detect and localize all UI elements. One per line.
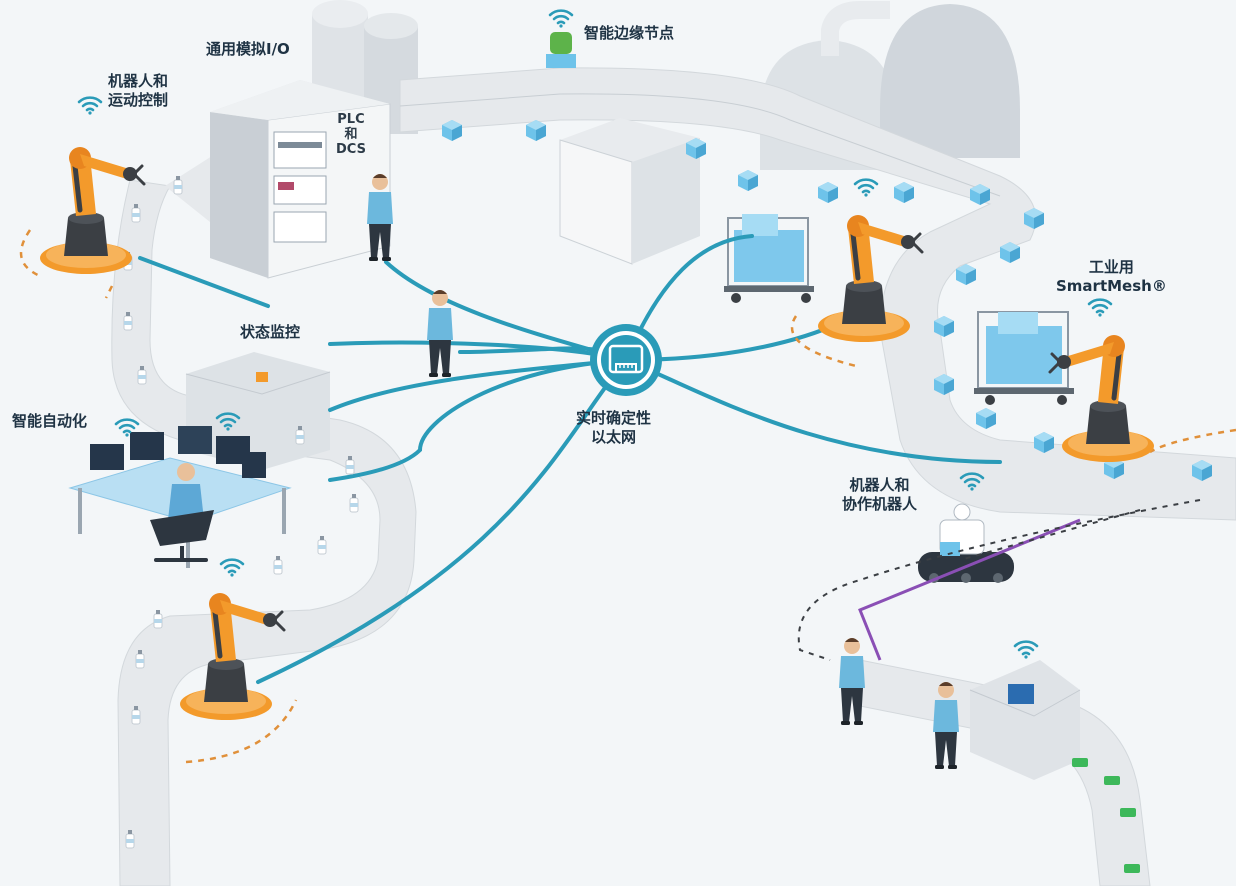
label-robot-motion-line1: 机器人和 <box>108 72 169 90</box>
purple-link <box>858 518 1081 661</box>
automation-desk <box>68 426 292 568</box>
label-industrial-mesh: 工业用 SmartMesh® <box>1056 258 1167 296</box>
monitor-3 <box>178 426 212 454</box>
label-industrial-mesh-line1: 工业用 <box>1088 258 1134 276</box>
label-dcs-line: DCS <box>336 142 366 157</box>
label-smart-automation: 智能自动化 <box>12 412 88 430</box>
label-robot-motion-line2: 运动控制 <box>108 91 169 109</box>
conveyor-top <box>399 67 1236 521</box>
checkout-machine <box>969 660 1081 780</box>
label-status-monitor: 状态监控 <box>240 323 301 341</box>
dashed-dark-paths <box>797 499 1201 661</box>
label-realtime-ethernet-line2: 以太网 <box>591 428 637 446</box>
monitor-1 <box>90 444 124 470</box>
monitor-5 <box>242 452 266 478</box>
label-robots-cobots-line2: 协作机器人 <box>842 495 918 513</box>
label-realtime-ethernet-line1: 实时确定性 <box>576 409 652 427</box>
ethernet-hub-icon <box>590 324 662 396</box>
cart-right <box>974 311 1074 405</box>
label-edge-node: 智能边缘节点 <box>584 24 675 42</box>
edge-node-box <box>559 118 700 265</box>
monitor-2 <box>130 432 164 460</box>
label-robots-cobots-line1: 机器人和 <box>849 476 910 494</box>
label-robot-motion: 机器人和 运动控制 <box>108 72 168 110</box>
plc-cabinet <box>210 80 391 279</box>
label-robots-cobots: 机器人和 协作机器人 <box>842 476 917 514</box>
edge-node-icon <box>546 32 576 68</box>
label-general-io: 通用模拟I/O <box>206 40 290 58</box>
label-plc-dcs: PLC 和 DCS <box>336 112 366 157</box>
label-plc-line: PLC <box>337 112 365 127</box>
label-and-line: 和 <box>344 127 358 142</box>
chips-on-conveyor <box>1072 758 1140 873</box>
label-industrial-mesh-line2: SmartMesh® <box>1056 277 1167 295</box>
label-realtime-ethernet: 实时确定性 以太网 <box>576 409 651 447</box>
dashed-paths <box>19 229 1236 764</box>
